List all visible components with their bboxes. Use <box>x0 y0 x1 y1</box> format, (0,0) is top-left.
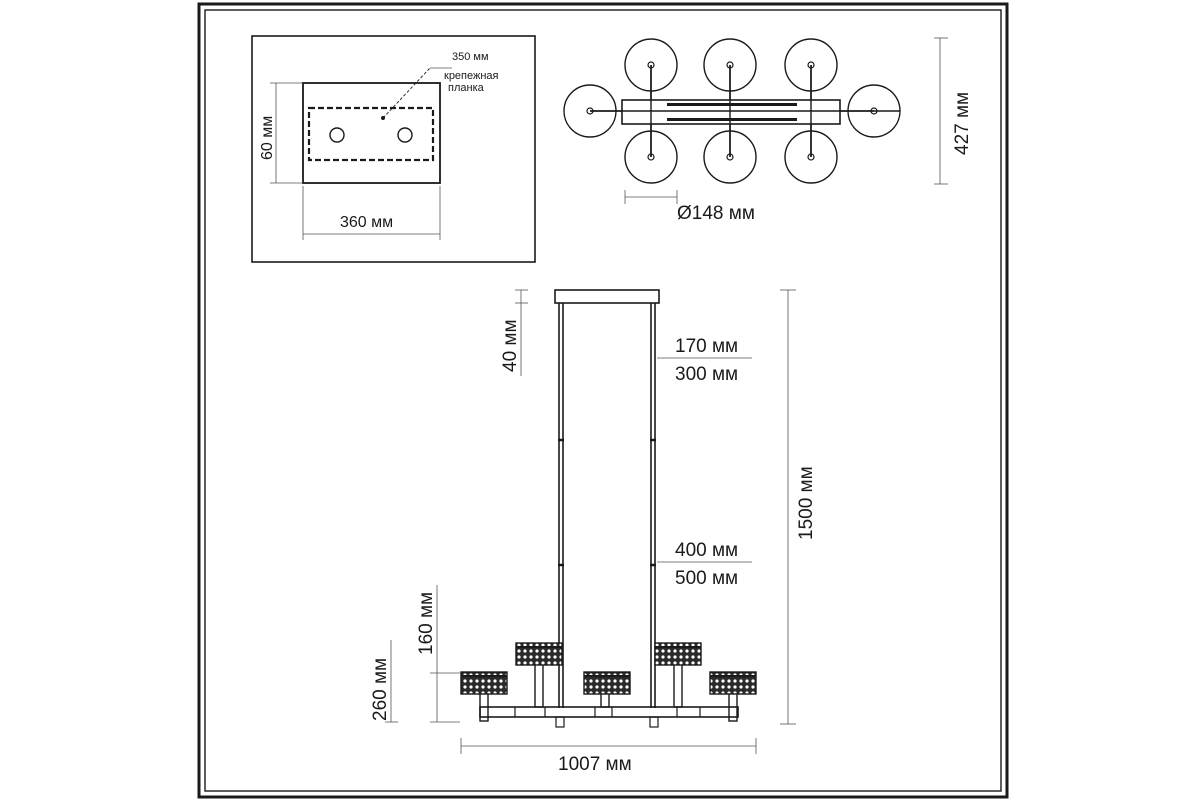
mounting-hole-left <box>329 127 345 143</box>
label-350: 350 мм <box>452 51 489 63</box>
shade-4 <box>654 642 702 666</box>
label-1007: 1007 мм <box>558 754 632 775</box>
suspension-rods <box>558 303 656 708</box>
label-360: 360 мм <box>340 214 393 231</box>
label-400: 400 мм <box>675 540 738 561</box>
label-170: 170 мм <box>675 336 738 357</box>
label-300: 300 мм <box>675 364 738 385</box>
canopy-outline <box>302 82 441 184</box>
side-view: 40 мм 170 мм 300 мм 400 мм 500 мм 1500 м… <box>370 289 817 775</box>
label-60: 60 мм <box>259 116 276 160</box>
label-plate-1: крепежная <box>444 70 499 82</box>
canopy <box>554 289 660 304</box>
top-view-bar <box>621 99 841 125</box>
top-view: 427 мм Ø148 мм <box>563 37 973 224</box>
label-260: 260 мм <box>370 658 391 721</box>
label-40: 40 мм <box>500 319 521 372</box>
shade-2 <box>515 642 563 666</box>
label-diameter: Ø148 мм <box>677 203 755 224</box>
top-view-shade-stems <box>590 65 874 157</box>
side-shades <box>460 642 757 695</box>
label-1500: 1500 мм <box>796 466 817 540</box>
mounting-hole-right <box>397 127 413 143</box>
label-160: 160 мм <box>416 592 437 655</box>
shade-3 <box>583 671 631 695</box>
label-500: 500 мм <box>675 568 738 589</box>
outer-frame <box>197 2 1009 799</box>
mounting-plate-inset: 350 мм крепежная планка 60 мм 360 мм <box>251 35 536 263</box>
label-427: 427 мм <box>952 92 973 155</box>
mounting-plate-dashed <box>307 106 435 162</box>
shade-1 <box>460 671 508 695</box>
bottom-bar <box>479 706 739 718</box>
label-plate-2: планка <box>448 82 485 94</box>
shade-5 <box>709 671 757 695</box>
